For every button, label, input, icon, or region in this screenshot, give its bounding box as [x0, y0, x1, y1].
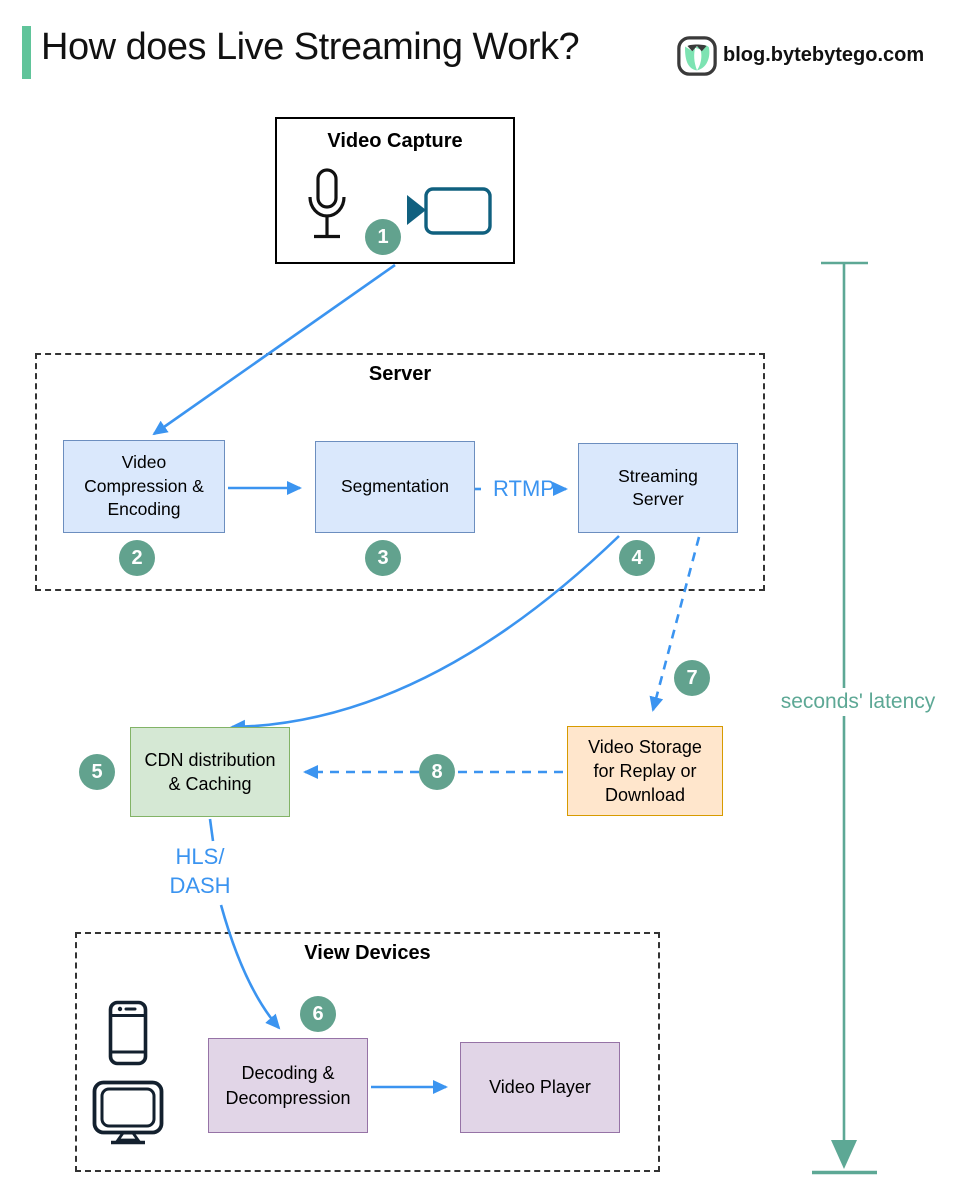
node-cdn-distribution-caching: CDN distribution & Caching	[130, 727, 290, 817]
node-label-line: Video	[121, 452, 167, 473]
node-video-storage: Video Storage for Replay or Download	[567, 726, 723, 816]
edge-label-line: DASH	[169, 873, 231, 899]
bytebytego-logo-icon	[677, 36, 717, 76]
page-title: How does Live Streaming Work?	[41, 26, 580, 68]
node-label-line: Streaming	[618, 465, 698, 486]
step-badge-1: 1	[365, 219, 401, 255]
node-video-compression-encoding: Video Compression & Encoding	[63, 440, 225, 533]
step-badge-3: 3	[365, 540, 401, 576]
node-label-line: Download	[604, 785, 686, 806]
node-label-line: Segmentation	[341, 476, 449, 497]
group-view-devices-label: View Devices	[304, 942, 431, 964]
hls-connector-stub	[208, 818, 215, 842]
monitor-icon	[92, 1080, 164, 1145]
node-decoding-decompression: Decoding & Decompression	[208, 1038, 368, 1133]
node-streaming-server: Streaming Server	[578, 443, 738, 533]
node-label-line: Video Storage	[588, 736, 702, 757]
node-label-line: Decoding &	[241, 1063, 335, 1084]
node-label-line: Video Player	[489, 1077, 591, 1098]
node-label-line: Encoding	[107, 499, 181, 520]
group-view-devices: View Devices	[75, 932, 660, 1172]
microphone-icon	[308, 168, 346, 239]
step-badge-6: 6	[300, 996, 336, 1032]
site-url: blog.bytebytego.com	[723, 44, 925, 66]
edge-label-line: HLS/	[175, 844, 225, 869]
node-label-line: Compression &	[84, 475, 204, 496]
edge-label-rtmp: RTMP	[493, 476, 555, 501]
node-label-line: & Caching	[168, 774, 252, 794]
node-label-line: Decompression	[225, 1087, 351, 1108]
step-badge-2: 2	[119, 540, 155, 576]
latency-arrowhead	[831, 1140, 857, 1169]
latency-label: seconds' latency	[768, 688, 948, 716]
title-accent-bar	[22, 26, 31, 79]
step-badge-8: 8	[419, 754, 455, 790]
node-segmentation: Segmentation	[315, 441, 475, 533]
group-server-label: Server	[368, 363, 432, 385]
node-video-capture-title: Video Capture	[327, 130, 463, 152]
step-badge-5: 5	[79, 754, 115, 790]
edge-label-hls-dash: HLS/ DASH	[150, 842, 250, 900]
node-label-line: Server	[632, 489, 684, 509]
video-camera-icon	[407, 187, 492, 235]
node-label-line: for Replay or	[593, 760, 697, 781]
node-video-player: Video Player	[460, 1042, 620, 1133]
step-badge-7: 7	[674, 660, 710, 696]
step-badge-4: 4	[619, 540, 655, 576]
node-label-line: CDN distribution	[144, 749, 276, 770]
smartphone-icon	[108, 1000, 148, 1066]
